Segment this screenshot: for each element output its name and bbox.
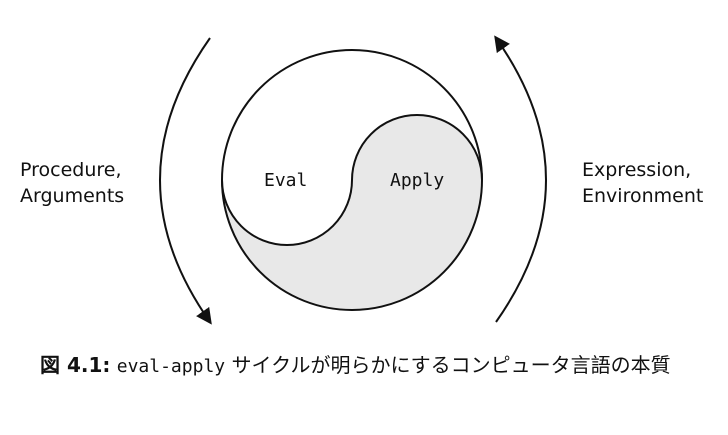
caption-number: 図 4.1: [40, 353, 111, 377]
figure-caption: 図 4.1: eval-apply サイクルが明らかにするコンピュータ言語の本質 [40, 350, 690, 382]
apply-label: Apply [390, 170, 445, 191]
eval-apply-diagram: Procedure, Arguments Expression, Environ… [20, 35, 703, 325]
apply-region [222, 115, 482, 310]
caption-code: eval-apply [116, 356, 226, 377]
right-cycle-arrow [494, 35, 547, 323]
left-cycle-arrow [159, 37, 212, 325]
caption-text: サイクルが明らかにするコンピュータ言語の本質 [231, 353, 671, 377]
eval-label: Eval [264, 170, 308, 191]
procedure-arguments-label: Procedure, Arguments [20, 157, 124, 209]
outer-circle [221, 49, 483, 311]
left-label-line-1: Procedure, [20, 159, 122, 181]
right-label-line-2: Environment [582, 185, 704, 207]
right-label-line-1: Expression, [582, 159, 692, 181]
expression-environment-label: Expression, Environment [582, 157, 703, 209]
eval-region [222, 50, 482, 245]
diagram-svg [159, 35, 547, 325]
left-label-line-2: Arguments [20, 185, 125, 207]
yin-yang-divider [221, 114, 483, 246]
